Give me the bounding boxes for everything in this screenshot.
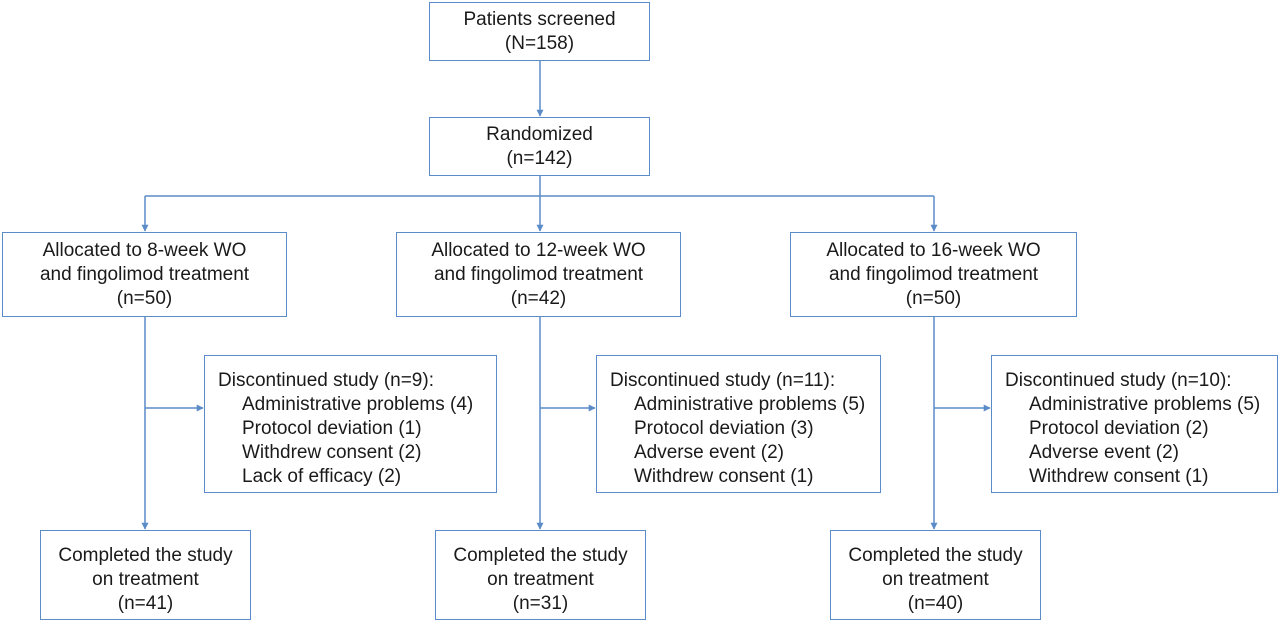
discontinued-reason: Withdrew consent (2) [242, 442, 422, 463]
completed-count: (n=41) [117, 593, 174, 614]
allocated-label-line2: and fingolimod treatment [39, 264, 250, 285]
discontinued-reason: Administrative problems (5) [634, 394, 866, 415]
completed-16-week-box: Completed the study on treatment (n=40) [830, 530, 1041, 620]
completed-label-line1: Completed the study [848, 545, 1023, 566]
allocated-16-week-box: Allocated to 16-week WO and fingolimod t… [790, 232, 1077, 317]
allocated-8-week-box: Allocated to 8-week WO and fingolimod tr… [2, 232, 287, 317]
completed-count: (n=40) [907, 593, 964, 614]
discontinued-reason: Protocol deviation (1) [242, 418, 422, 439]
discontinued-reason: Administrative problems (4) [242, 394, 474, 415]
allocated-12-week-box: Allocated to 12-week WO and fingolimod t… [396, 232, 681, 317]
discontinued-reason: Administrative problems (5) [1029, 394, 1261, 415]
discontinued-title: Discontinued study (n=9): [218, 370, 434, 391]
completed-count: (n=31) [512, 593, 569, 614]
allocated-label-line2: and fingolimod treatment [433, 264, 644, 285]
discontinued-16-week-box: Discontinued study (n=10): Administrativ… [991, 355, 1278, 493]
discontinued-title: Discontinued study (n=10): [1005, 370, 1232, 391]
allocated-label-line1: Allocated to 12-week WO [431, 240, 646, 261]
completed-label-line2: on treatment [92, 569, 199, 590]
discontinued-reason: Protocol deviation (3) [634, 418, 814, 439]
allocated-label-line2: and fingolimod treatment [828, 264, 1039, 285]
randomized-count: (n=142) [506, 148, 573, 169]
allocated-count: (n=50) [116, 288, 173, 309]
discontinued-reason: Adverse event (2) [1029, 442, 1179, 463]
discontinued-reason: Withdrew consent (1) [1029, 466, 1209, 487]
discontinued-reason: Protocol deviation (2) [1029, 418, 1209, 439]
discontinued-reason: Adverse event (2) [634, 442, 784, 463]
discontinued-title: Discontinued study (n=11): [610, 370, 836, 391]
allocated-label-line1: Allocated to 16-week WO [826, 240, 1041, 261]
discontinued-12-week-box: Discontinued study (n=11): Administrativ… [596, 355, 881, 493]
screened-label: Patients screened [463, 9, 616, 30]
completed-label-line2: on treatment [487, 569, 594, 590]
discontinued-reason: Lack of efficacy (2) [242, 466, 402, 487]
screened-count: (N=158) [504, 33, 575, 54]
completed-label-line2: on treatment [882, 569, 989, 590]
completed-8-week-box: Completed the study on treatment (n=41) [40, 530, 251, 620]
randomized-box: Randomized (n=142) [429, 117, 650, 176]
patients-screened-box: Patients screened (N=158) [429, 2, 650, 61]
completed-label-line1: Completed the study [58, 545, 233, 566]
allocated-count: (n=42) [510, 288, 567, 309]
allocated-label-line1: Allocated to 8-week WO [42, 240, 247, 261]
discontinued-8-week-box: Discontinued study (n=9): Administrative… [204, 355, 497, 493]
discontinued-reason: Withdrew consent (1) [634, 466, 814, 487]
completed-label-line1: Completed the study [453, 545, 628, 566]
randomized-label: Randomized [486, 124, 593, 145]
completed-12-week-box: Completed the study on treatment (n=31) [435, 530, 646, 620]
allocated-count: (n=50) [905, 288, 962, 309]
